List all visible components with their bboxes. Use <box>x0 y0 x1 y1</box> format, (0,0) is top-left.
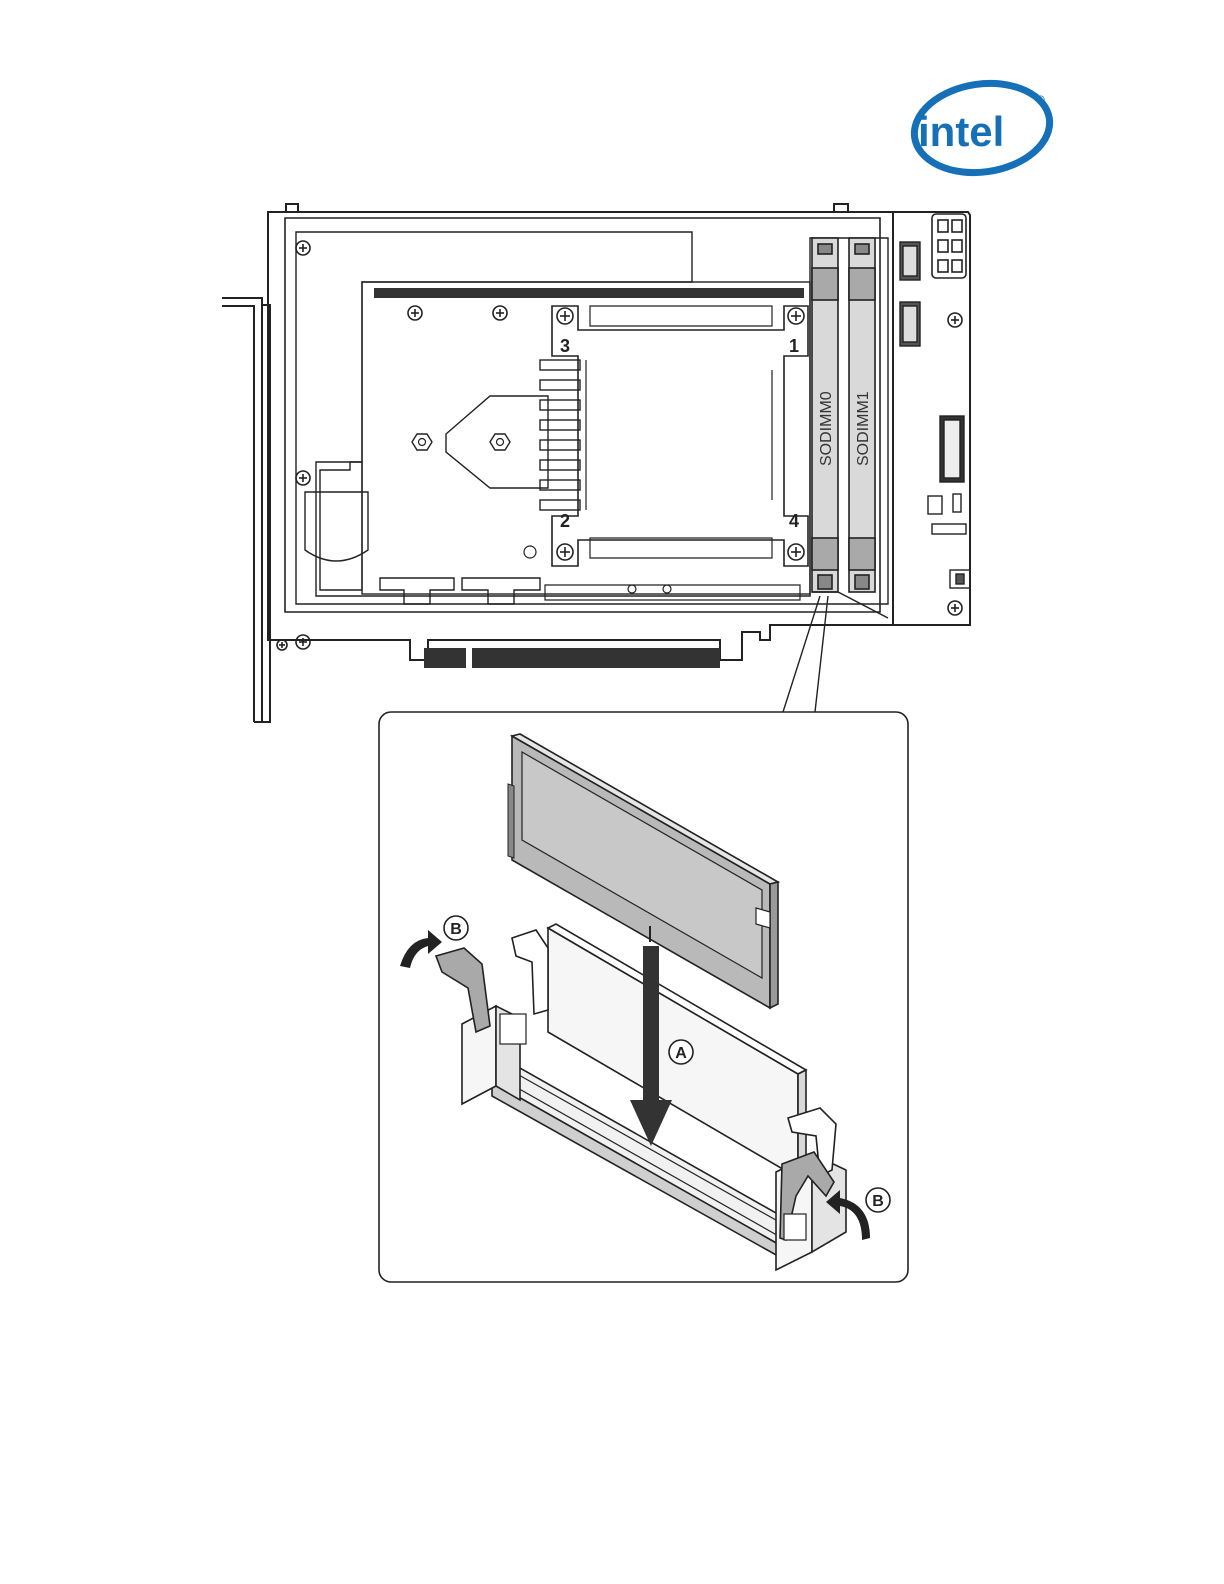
slot-label-sodimm0: SODIMM0 <box>818 391 835 466</box>
intel-logo: intel ® <box>909 75 1056 181</box>
callout-b-left-label: B <box>450 921 462 938</box>
logo-wordmark: intel <box>918 108 1004 155</box>
callout-a-label: A <box>675 1045 687 1062</box>
callout-b-right-label: B <box>872 1193 884 1210</box>
callout-b-right: B <box>866 1188 890 1212</box>
battery-bay <box>320 462 362 590</box>
top-connector <box>374 288 804 298</box>
header-connectors <box>900 242 970 588</box>
callout-b-left: B <box>444 916 468 940</box>
slot-label-sodimm1: SODIMM1 <box>855 391 872 466</box>
retention-number-4: 4 <box>789 511 799 531</box>
callout-a: A <box>669 1040 693 1064</box>
detail-leader-lines <box>783 596 828 712</box>
retention-number-1: 1 <box>789 336 799 356</box>
power-connector <box>932 214 966 278</box>
retention-number-2: 2 <box>560 511 570 531</box>
pci-bracket <box>222 298 270 722</box>
detail-inset: A B B <box>379 712 908 1282</box>
retention-number-3: 3 <box>560 336 570 356</box>
retention-number-labels: 1 2 3 4 <box>560 336 799 531</box>
logo-registered-mark: ® <box>1036 93 1045 107</box>
gold-fingers <box>424 648 720 668</box>
